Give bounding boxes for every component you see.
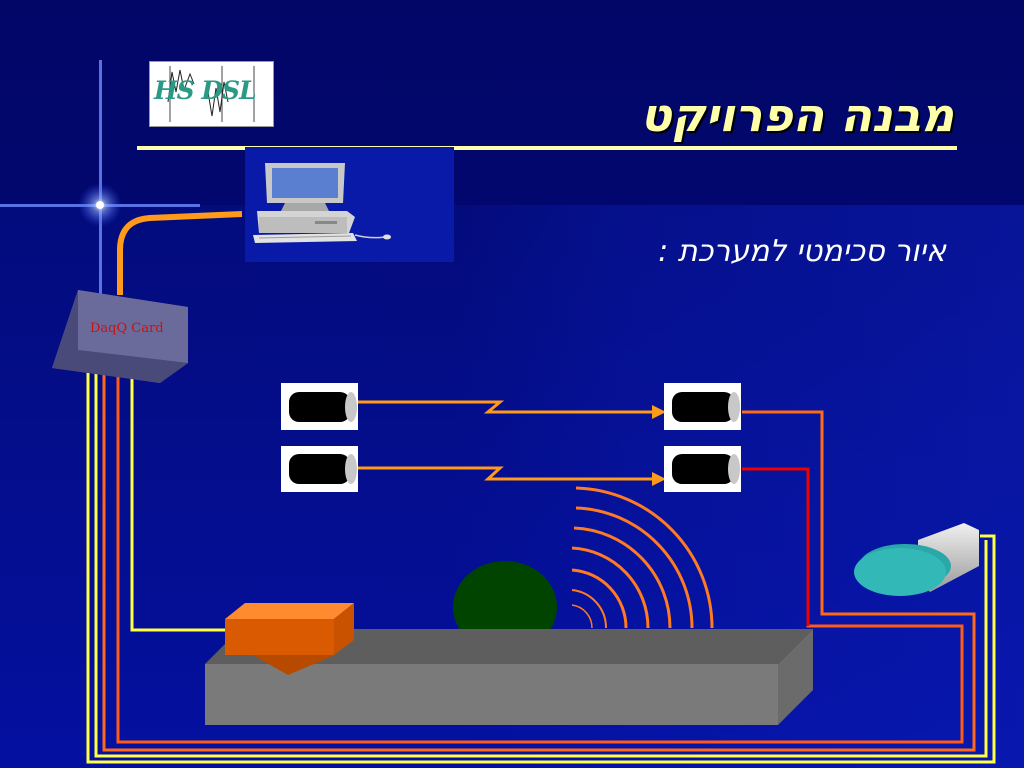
platform-beam [205, 629, 813, 725]
title-underline [137, 146, 957, 150]
emitter-sensor-top [281, 383, 358, 430]
sound-waves [571, 486, 714, 629]
computer-icon [253, 163, 391, 243]
lens-flare [0, 60, 200, 310]
logo-waveform-icon [167, 66, 255, 122]
computer-panel [245, 147, 454, 262]
hs-dsl-logo: HS DSL [149, 61, 274, 127]
slide-title: מבנה הפרויקט [640, 88, 954, 142]
cables [86, 211, 996, 764]
light-beams [358, 400, 666, 486]
speaker-device [854, 523, 979, 596]
receiver-sensor-top [664, 383, 741, 430]
logo-text: HS DSL [154, 76, 257, 105]
actuator [225, 603, 354, 675]
daq-card-label: DaqQ Card [90, 321, 164, 336]
slide-subtitle: איור סכימטי למערכת : [658, 234, 946, 269]
daq-card [52, 290, 188, 383]
receiver-sensor-bottom [664, 446, 741, 492]
emitter-sensor-bottom [281, 446, 358, 492]
